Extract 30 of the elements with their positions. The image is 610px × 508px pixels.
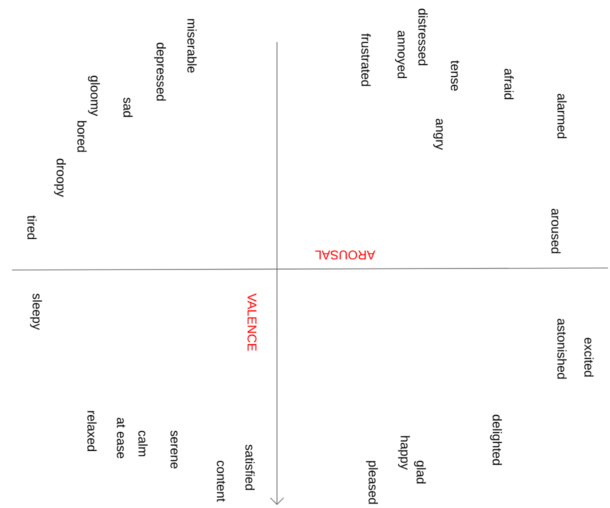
emotion-word: calm	[138, 430, 148, 456]
emotion-word: droopy	[54, 158, 66, 197]
emotion-word: bored	[77, 121, 87, 152]
emotion-word: excited	[584, 338, 594, 377]
emotion-word: tired	[27, 215, 37, 240]
emotion-word: afraid	[504, 68, 514, 100]
emotion-word: sad	[123, 98, 133, 117]
emotion-word: relaxed	[87, 411, 97, 451]
emotion-word: miserable	[187, 19, 197, 73]
emotion-word: alarmed	[557, 94, 567, 138]
axis-label: VALENCE	[248, 293, 256, 351]
axis-label: AROUSAL	[315, 250, 376, 260]
emotion-word: delighted	[490, 414, 502, 465]
emotion-word: depressed	[154, 42, 166, 101]
emotion-word: aroused	[551, 208, 561, 254]
emotion-word: content	[216, 460, 226, 502]
emotion-word: astonished	[557, 318, 567, 379]
emotion-word: tense	[450, 60, 460, 91]
emotion-word: angry	[433, 118, 443, 150]
emotion-word: frustrated	[361, 33, 371, 86]
emotion-word: annoyed	[395, 30, 407, 78]
emotion-word: distressed	[418, 8, 428, 66]
emotion-word: pleased	[366, 461, 378, 504]
emotion-word: glad	[414, 460, 426, 484]
emotion-word: gloomy	[88, 76, 100, 116]
emotion-word: happy	[398, 436, 410, 470]
emotion-word: at ease	[116, 418, 126, 458]
emotion-word: satisfied	[245, 444, 255, 490]
emotion-word: serene	[170, 430, 178, 468]
emotion-word: sleepy	[30, 294, 42, 330]
